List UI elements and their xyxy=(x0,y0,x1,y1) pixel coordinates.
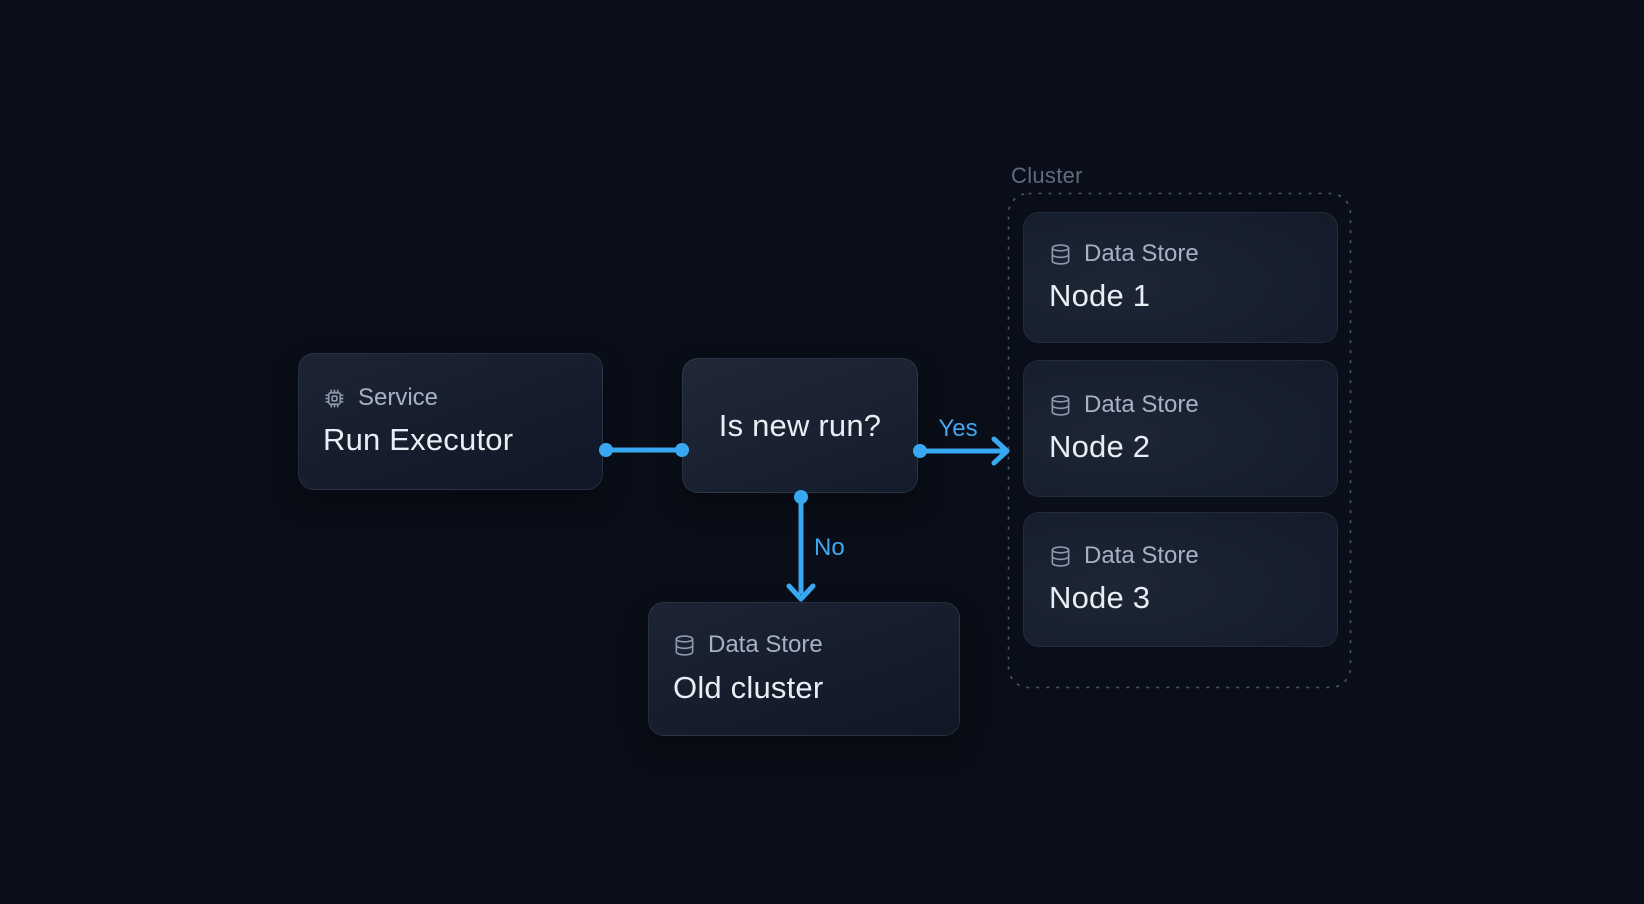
node-1-type-label: Data Store xyxy=(1084,239,1199,267)
node-3-type-label: Data Store xyxy=(1084,541,1199,569)
node-3-type-row: Data Store xyxy=(1049,541,1312,569)
node-cluster-node-3[interactable]: Data Store Node 3 xyxy=(1023,512,1338,647)
service-type-row: Service xyxy=(323,383,578,411)
edge-label-yes: Yes xyxy=(938,415,978,442)
node-2-title: Node 2 xyxy=(1049,429,1151,465)
service-title: Run Executor xyxy=(323,422,514,458)
old-cluster-title: Old cluster xyxy=(673,669,824,705)
old-cluster-type-row: Data Store xyxy=(673,632,935,658)
node-1-type-row: Data Store xyxy=(1049,239,1312,267)
node-3-title: Node 3 xyxy=(1049,580,1151,616)
node-cluster-node-2[interactable]: Data Store Node 2 xyxy=(1023,360,1338,497)
node-service[interactable]: Service Run Executor xyxy=(298,353,603,490)
node-2-type-row: Data Store xyxy=(1049,390,1312,418)
edge-no-arrowhead xyxy=(786,583,816,602)
database-icon xyxy=(1049,545,1072,568)
cpu-icon xyxy=(323,387,346,410)
database-icon xyxy=(673,634,696,657)
node-1-title: Node 1 xyxy=(1049,278,1151,314)
edge-yes-arrowhead xyxy=(991,436,1010,466)
node-cluster-node-1[interactable]: Data Store Node 1 xyxy=(1023,212,1338,343)
database-icon xyxy=(1049,394,1072,417)
database-icon xyxy=(1049,243,1072,266)
service-type-label: Service xyxy=(358,383,439,411)
node-decision[interactable]: Is new run? xyxy=(682,358,918,493)
cluster-group[interactable]: Cluster Data Store Node 1 xyxy=(1008,163,1351,688)
node-old-cluster[interactable]: Data Store Old cluster xyxy=(648,602,960,736)
node-2-type-label: Data Store xyxy=(1084,390,1199,418)
old-cluster-type-label: Data Store xyxy=(708,631,823,659)
cluster-label: Cluster xyxy=(1011,163,1083,188)
decision-title: Is new run? xyxy=(718,407,882,443)
edge-label-no: No xyxy=(814,534,845,561)
